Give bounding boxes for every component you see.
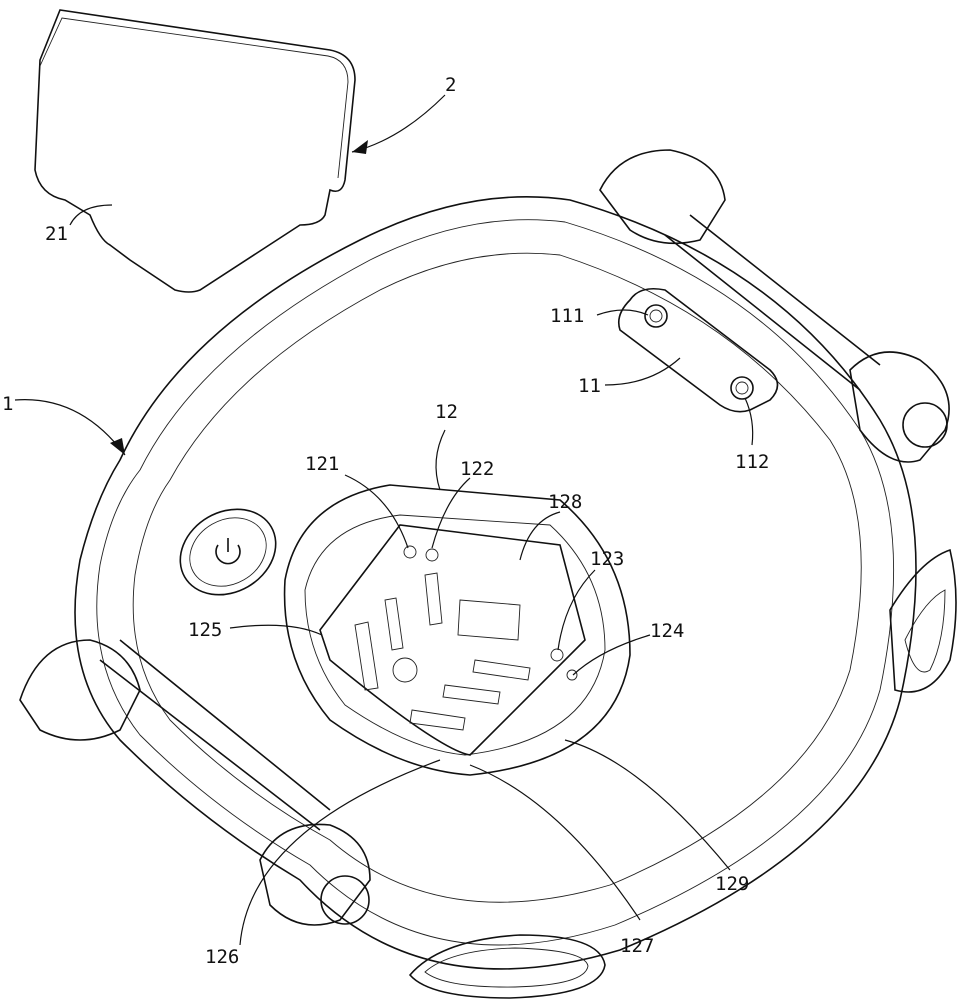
leader-lines xyxy=(14,94,754,946)
label-2: 2 xyxy=(445,74,456,96)
label-111: 111 xyxy=(550,305,584,327)
watch-body xyxy=(19,149,957,999)
label-112: 112 xyxy=(735,451,769,473)
label-126: 126 xyxy=(205,946,239,968)
card-slot xyxy=(283,484,631,776)
charging-plate xyxy=(617,287,779,413)
power-button xyxy=(179,508,277,596)
cover xyxy=(34,9,356,293)
label-123: 123 xyxy=(590,548,624,570)
label-129: 129 xyxy=(715,873,749,895)
label-124: 124 xyxy=(650,620,684,642)
label-1: 1 xyxy=(2,393,13,415)
label-121: 121 xyxy=(305,453,339,475)
label-128: 128 xyxy=(548,491,582,513)
label-12: 12 xyxy=(435,401,458,423)
label-127: 127 xyxy=(620,935,654,957)
label-21: 21 xyxy=(45,223,68,245)
label-125: 125 xyxy=(188,619,222,641)
label-11: 11 xyxy=(578,375,601,397)
label-122: 122 xyxy=(460,458,494,480)
